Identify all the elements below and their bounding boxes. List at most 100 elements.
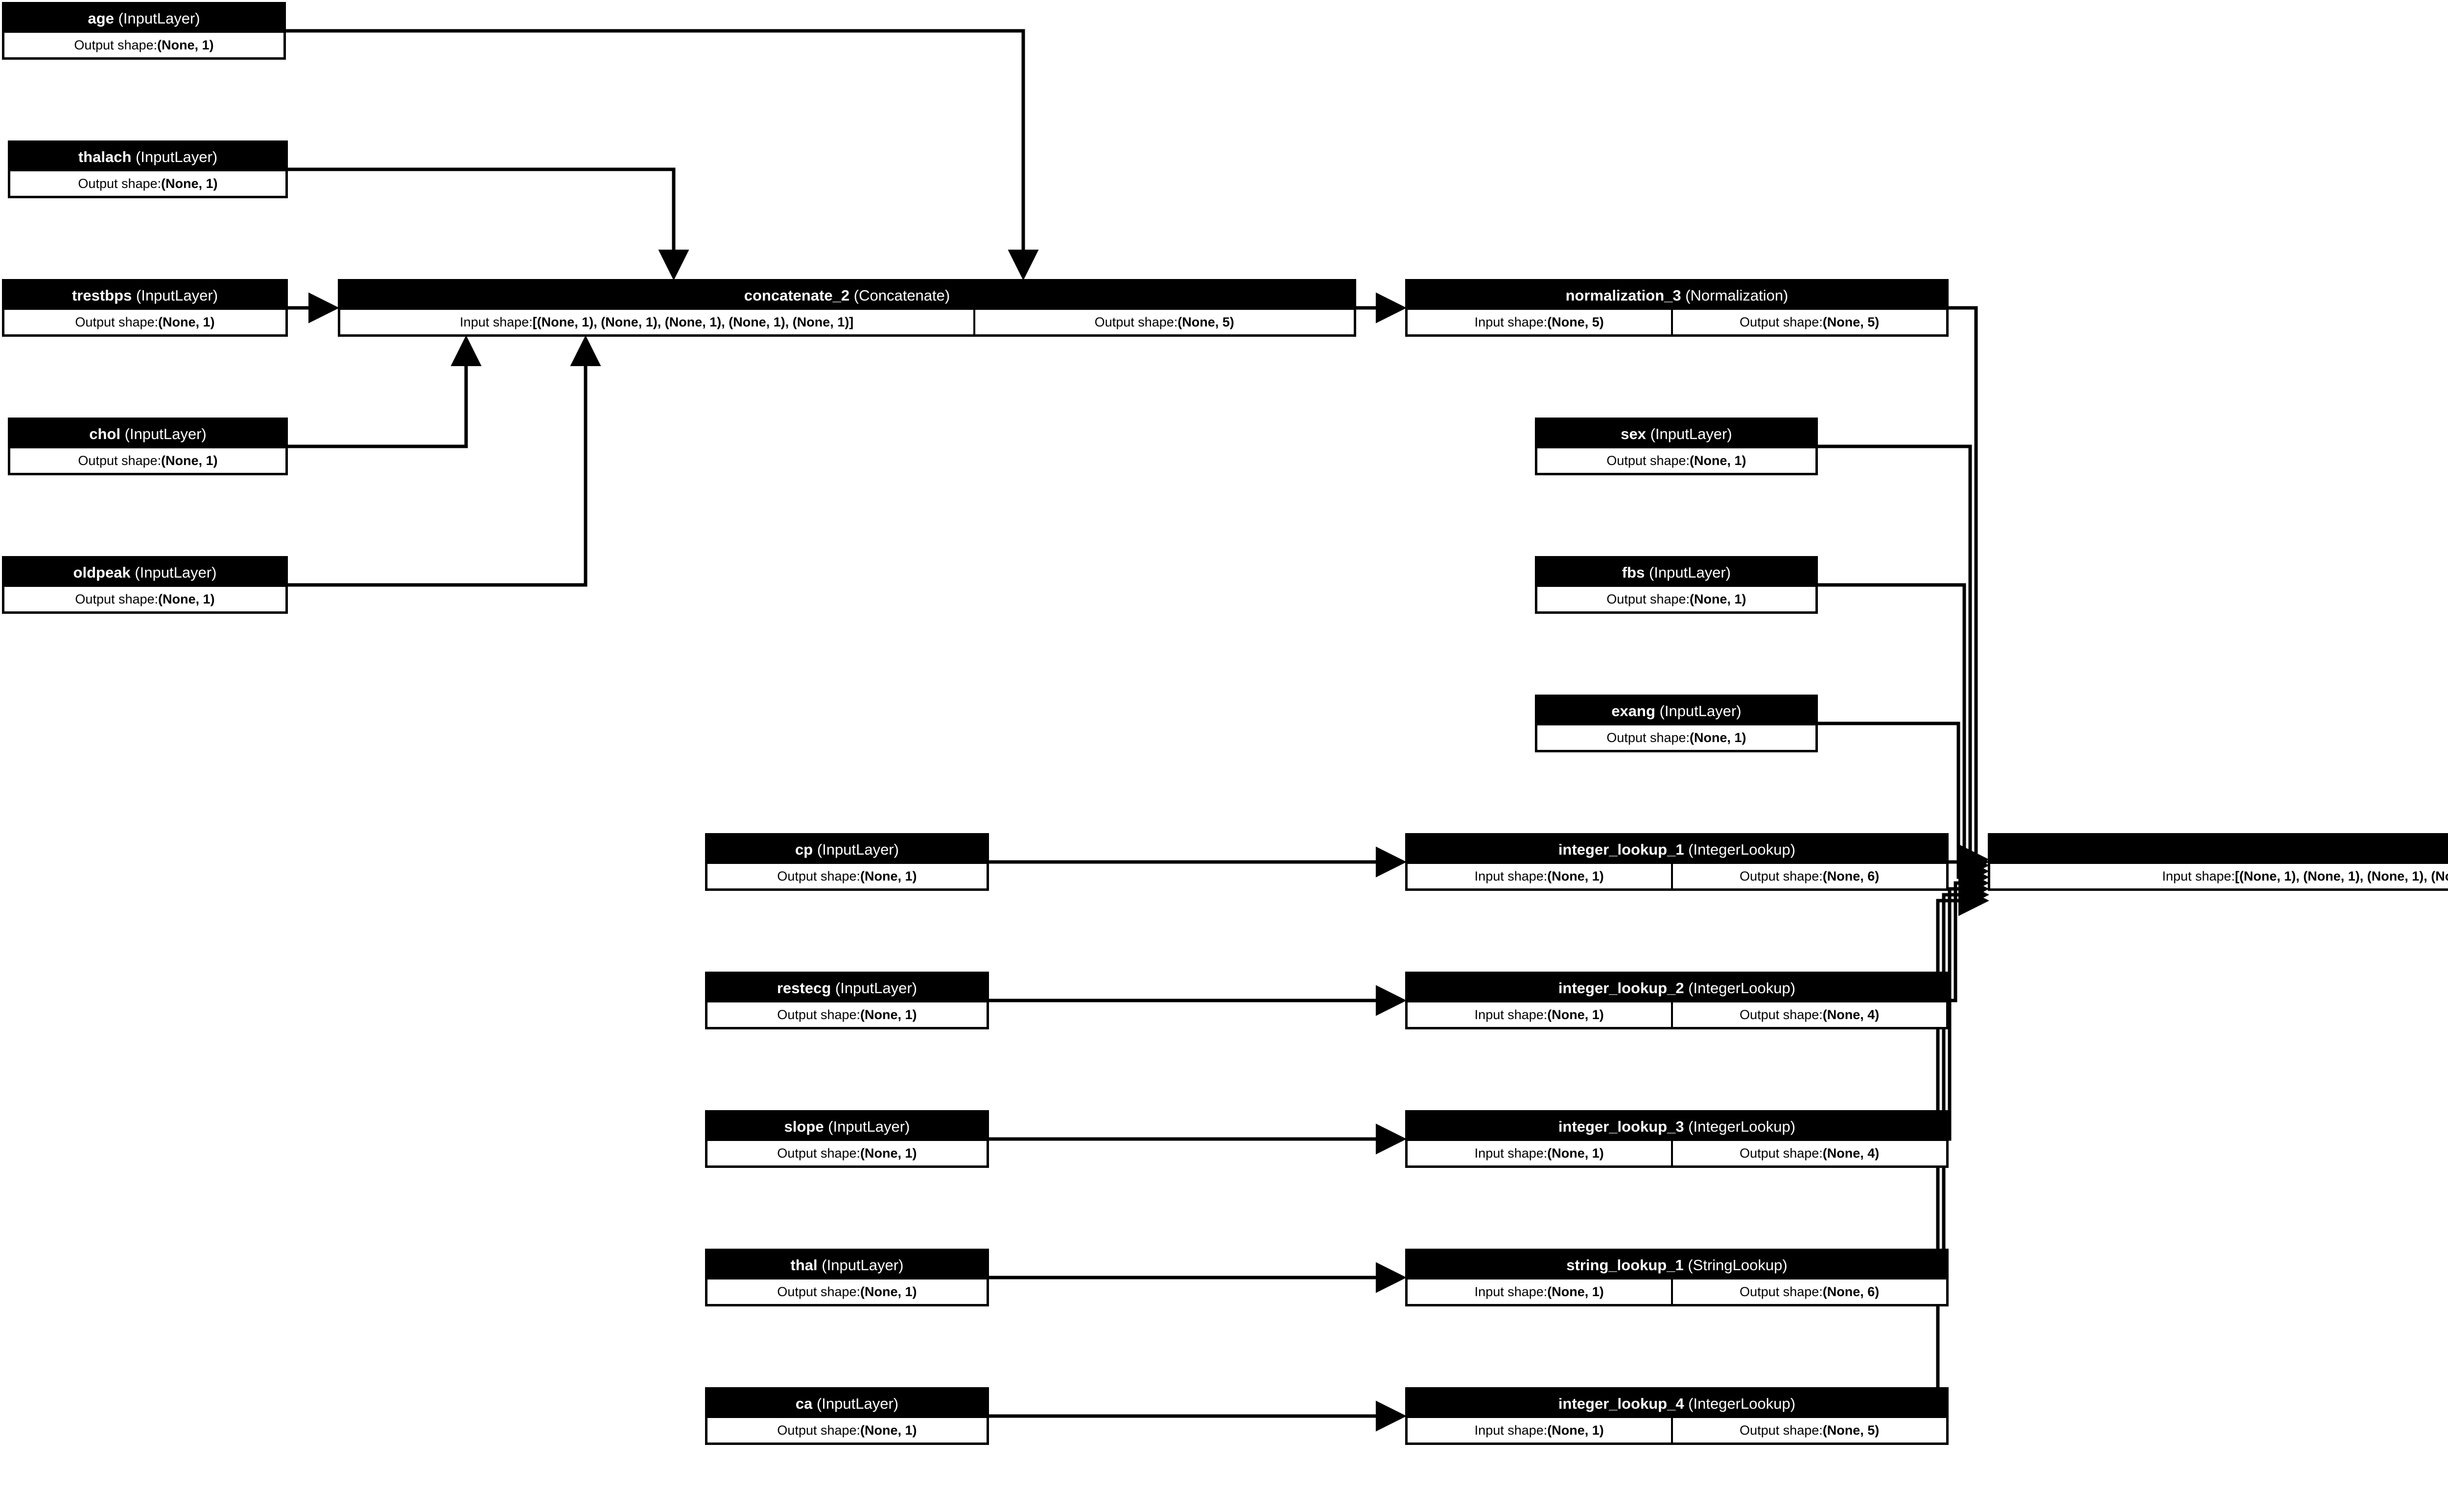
shape-label: Input shape: [1474, 868, 1548, 884]
layer-name-thalach: thalach [78, 148, 132, 165]
shape-label: Output shape: [78, 176, 162, 191]
layer-name-chol: chol [89, 425, 120, 442]
layer-shape-cell-integer_lookup_4-1: Output shape: (None, 5) [1671, 1418, 1946, 1442]
layer-node-integer_lookup_4[interactable]: integer_lookup_4 (IntegerLookup) Input sh… [1405, 1387, 1949, 1445]
layer-node-exang[interactable]: exang (InputLayer)Output shape: (None, 1… [1535, 695, 1818, 752]
shape-label: Input shape: [2162, 868, 2235, 884]
shape-label: Output shape: [777, 1284, 861, 1299]
layer-shape-cell-normalization_3-0: Input shape: (None, 5) [1408, 310, 1671, 334]
layer-class-ca: (InputLayer) [812, 1395, 899, 1412]
layer-node-cp[interactable]: cp (InputLayer)Output shape: (None, 1) [705, 833, 989, 891]
layer-node-title-sex: sex (InputLayer) [1537, 420, 1815, 448]
edge-fbs-to-concatenate3 [1818, 583, 1989, 887]
layer-shape-cell-concatenate_2-1: Output shape: (None, 5) [973, 310, 1354, 334]
layer-node-slope[interactable]: slope (InputLayer)Output shape: (None, 1… [705, 1110, 989, 1168]
layer-name-ca: ca [795, 1395, 813, 1412]
layer-node-title-concatenate_3: concatenate_3 (Concatenate) [1990, 836, 2448, 864]
layer-node-integer_lookup_2[interactable]: integer_lookup_2 (IntegerLookup)Input sh… [1405, 972, 1949, 1029]
shape-label: Input shape: [1474, 1007, 1548, 1022]
shape-label: Input shape: [1474, 1284, 1548, 1299]
layer-shape-cell-chol-0: Output shape: (None, 1) [10, 448, 285, 473]
layer-node-thalach[interactable]: thalach (InputLayer)Output shape: (None,… [8, 140, 288, 198]
edge-integerlookup3-to-concatenate3 [1948, 873, 1989, 1141]
layer-shape-cell-exang-0: Output shape: (None, 1) [1537, 725, 1815, 750]
shape-value: (None, 1) [157, 37, 214, 52]
shape-label: Output shape: [777, 1145, 861, 1161]
layer-shape-row-sex: Output shape: (None, 1) [1537, 448, 1815, 473]
layer-class-integer_lookup_1: (IntegerLookup) [1684, 841, 1796, 858]
layer-shape-cell-integer_lookup_1-1: Output shape: (None, 6) [1671, 864, 1946, 888]
layer-name-cp: cp [795, 841, 813, 858]
layer-name-restecg: restecg [777, 979, 831, 997]
layer-class-cp: (InputLayer) [813, 841, 899, 858]
shape-value: (None, 1) [860, 868, 917, 884]
layer-node-string_lookup_1[interactable]: string_lookup_1 (StringLookup) Input shap… [1405, 1249, 1949, 1306]
shape-label: Output shape: [1740, 314, 1823, 329]
layer-shape-cell-integer_lookup_3-1: Output shape: (None, 4) [1671, 1141, 1946, 1165]
layer-node-concatenate_2[interactable]: concatenate_2 (Concatenate)Input shape: … [338, 279, 1356, 337]
shape-label: Output shape: [1094, 314, 1178, 329]
layer-node-title-age: age (InputLayer) [4, 4, 283, 33]
layer-shape-row-concatenate_2: Input shape: [(None, 1), (None, 1), (Non… [340, 310, 1354, 334]
layer-shape-row-restecg: Output shape: (None, 1) [707, 1002, 987, 1027]
layer-shape-cell-concatenate_3-0: Input shape: [(None, 1), (None, 1), (Non… [1990, 864, 2448, 888]
layer-name-age: age [88, 10, 114, 27]
layer-node-fbs[interactable]: fbs (InputLayer)Output shape: (None, 1) [1535, 556, 1818, 614]
layer-node-oldpeak[interactable]: oldpeak (InputLayer)Output shape: (None,… [2, 556, 288, 614]
shape-value: (None, 1) [158, 314, 215, 329]
shape-value: (None, 1) [161, 176, 218, 191]
layer-class-age: (InputLayer) [114, 10, 200, 27]
edge-sex-to-concatenate3 [1818, 444, 1989, 881]
layer-name-sex: sex [1621, 425, 1646, 442]
layer-node-chol[interactable]: chol (InputLayer)Output shape: (None, 1) [8, 418, 288, 475]
shape-value: [(None, 1), (None, 1), (None, 1), (None,… [2235, 868, 2448, 884]
layer-shape-cell-integer_lookup_1-0: Input shape: (None, 1) [1408, 864, 1671, 888]
layer-node-title-string_lookup_1: string_lookup_1 (StringLookup) [1408, 1251, 1946, 1279]
layer-node-sex[interactable]: sex (InputLayer)Output shape: (None, 1) [1535, 418, 1818, 475]
layer-node-title-concatenate_2: concatenate_2 (Concatenate) [340, 281, 1354, 310]
shape-value: (None, 6) [1822, 1284, 1880, 1299]
layer-shape-row-exang: Output shape: (None, 1) [1537, 725, 1815, 750]
layer-name-fbs: fbs [1622, 564, 1645, 581]
layer-shape-row-oldpeak: Output shape: (None, 1) [4, 587, 285, 611]
layer-class-exang: (InputLayer) [1655, 702, 1742, 720]
layer-shape-cell-normalization_3-1: Output shape: (None, 5) [1671, 310, 1946, 334]
layer-node-age[interactable]: age (InputLayer)Output shape: (None, 1) [2, 2, 286, 60]
layer-node-title-restecg: restecg (InputLayer) [707, 974, 987, 1002]
layer-class-integer_lookup_2: (IntegerLookup) [1684, 979, 1796, 997]
layer-node-normalization_3[interactable]: normalization_3 (Normalization)Input sha… [1405, 279, 1949, 337]
shape-label: Input shape: [1474, 1145, 1548, 1161]
shape-label: Output shape: [1740, 868, 1823, 884]
shape-value: (None, 5) [1822, 314, 1880, 329]
layer-node-thal[interactable]: thal (InputLayer)Output shape: (None, 1) [705, 1249, 989, 1306]
layer-name-integer_lookup_4: integer_lookup_4 [1558, 1395, 1684, 1412]
layer-shape-row-trestbps: Output shape: (None, 1) [4, 310, 285, 334]
layer-node-ca[interactable]: ca (InputLayer)Output shape: (None, 1) [705, 1387, 989, 1445]
layer-node-title-fbs: fbs (InputLayer) [1537, 558, 1815, 587]
layer-node-concatenate_3[interactable]: concatenate_3 (Concatenate)Input shape: … [1988, 833, 2448, 891]
layer-node-integer_lookup_1[interactable]: integer_lookup_1 (IntegerLookup)Input sh… [1405, 833, 1949, 891]
layer-class-integer_lookup_4: (IntegerLookup) [1684, 1395, 1796, 1412]
layer-node-restecg[interactable]: restecg (InputLayer)Output shape: (None,… [705, 972, 989, 1029]
layer-shape-cell-thalach-0: Output shape: (None, 1) [10, 171, 285, 196]
edge-integerlookup2-to-concatenate3 [1949, 867, 1989, 1002]
layer-node-trestbps[interactable]: trestbps (InputLayer) Output shape: (None… [2, 279, 288, 337]
layer-name-slope: slope [784, 1118, 824, 1135]
layer-shape-cell-thal-0: Output shape: (None, 1) [707, 1279, 987, 1304]
shape-value: (None, 1) [1547, 1284, 1604, 1299]
layer-node-title-oldpeak: oldpeak (InputLayer) [4, 558, 285, 587]
layer-shape-cell-integer_lookup_4-0: Input shape: (None, 1) [1408, 1418, 1671, 1442]
layer-name-trestbps: trestbps [71, 287, 132, 304]
layer-name-string_lookup_1: string_lookup_1 [1566, 1256, 1684, 1274]
shape-label: Output shape: [75, 591, 159, 606]
layer-node-integer_lookup_3[interactable]: integer_lookup_3 (IntegerLookup)Input sh… [1405, 1110, 1949, 1168]
layer-shape-cell-oldpeak-0: Output shape: (None, 1) [4, 587, 285, 611]
layer-class-thal: (InputLayer) [817, 1256, 904, 1274]
shape-label: Output shape: [777, 1422, 861, 1438]
layer-shape-cell-slope-0: Output shape: (None, 1) [707, 1141, 987, 1165]
layer-shape-cell-restecg-0: Output shape: (None, 1) [707, 1002, 987, 1027]
edge-chol-to-concatenate2 [288, 335, 482, 448]
layer-class-trestbps: (InputLayer) [132, 287, 218, 304]
layer-shape-row-slope: Output shape: (None, 1) [707, 1141, 987, 1165]
shape-label: Output shape: [777, 1007, 861, 1022]
